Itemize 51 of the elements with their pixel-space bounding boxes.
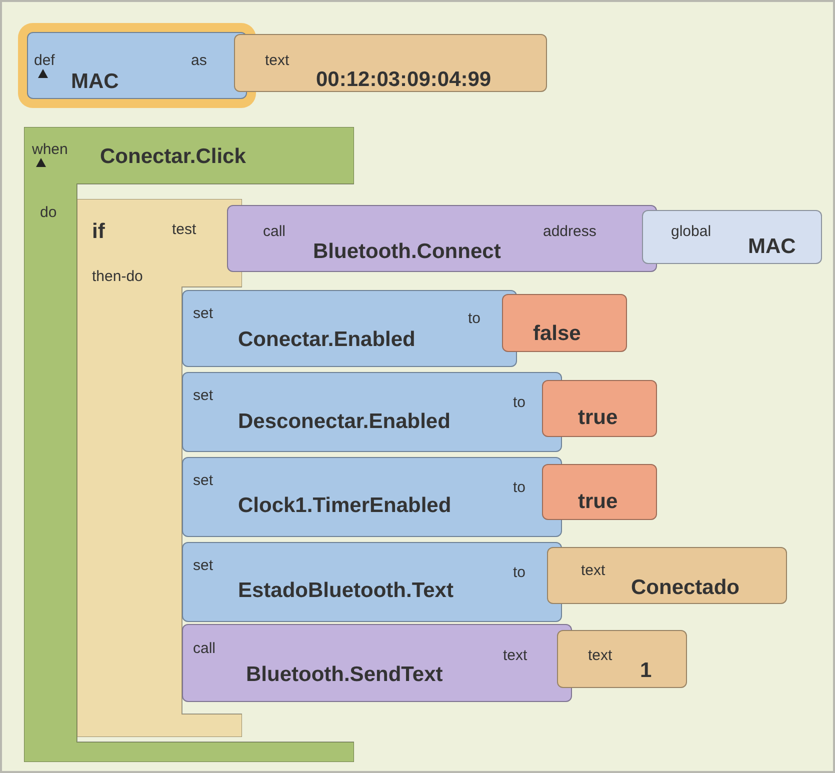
- block-name: Bluetooth.Connect: [313, 241, 501, 262]
- setter-block: [182, 372, 562, 452]
- keyword-label: set: [193, 388, 214, 403]
- block-name: Bluetooth.SendText: [246, 664, 443, 685]
- keyword-label: call: [193, 641, 216, 656]
- block-name: MAC: [71, 71, 119, 92]
- keyword-label: as: [191, 53, 207, 68]
- boolean-block: [542, 464, 657, 520]
- setter-block: [182, 457, 562, 537]
- setter-block: [182, 542, 562, 622]
- keyword-label: to: [513, 480, 526, 495]
- boolean-block: [502, 294, 627, 352]
- keyword-label: text: [265, 53, 290, 68]
- keyword-label: do: [40, 205, 57, 220]
- block-name: true: [578, 407, 618, 428]
- keyword-label: set: [193, 473, 214, 488]
- text-block: [557, 630, 687, 688]
- keyword-label: then-do: [92, 269, 143, 284]
- keyword-label: text: [588, 648, 612, 663]
- block-name: Conectar.Click: [100, 146, 246, 167]
- call-block: [182, 624, 572, 702]
- text-block: [234, 34, 547, 92]
- block-name: Clock1.TimerEnabled: [238, 495, 452, 516]
- keyword-label: def: [34, 53, 55, 68]
- keyword-label: text: [503, 648, 528, 663]
- block-name: true: [578, 491, 618, 512]
- keyword-label: test: [172, 222, 196, 237]
- block-name: if: [92, 221, 105, 242]
- block-name: MAC: [748, 236, 796, 257]
- block-name: 00:12:03:09:04:99: [316, 69, 492, 90]
- block-name: Conectado: [631, 577, 740, 598]
- keyword-label: address: [543, 224, 596, 239]
- call-block: [227, 205, 657, 272]
- variable-block: [642, 210, 822, 264]
- keyword-label: global: [671, 224, 712, 239]
- keyword-label: set: [193, 306, 214, 321]
- keyword-label: when: [32, 142, 68, 157]
- text-block: [547, 547, 787, 604]
- block-name: 1: [640, 660, 652, 681]
- keyword-label: to: [513, 565, 526, 580]
- boolean-block: [542, 380, 657, 437]
- keyword-label: to: [513, 395, 526, 410]
- keyword-label: text: [581, 563, 606, 578]
- block-name: false: [533, 323, 581, 344]
- keyword-label: set: [193, 558, 214, 573]
- block-name: Conectar.Enabled: [238, 329, 416, 350]
- setter-block: [182, 290, 517, 367]
- block-name: EstadoBluetooth.Text: [238, 580, 454, 601]
- keyword-label: call: [263, 224, 286, 239]
- block-name: Desconectar.Enabled: [238, 411, 450, 432]
- keyword-label: to: [468, 311, 481, 326]
